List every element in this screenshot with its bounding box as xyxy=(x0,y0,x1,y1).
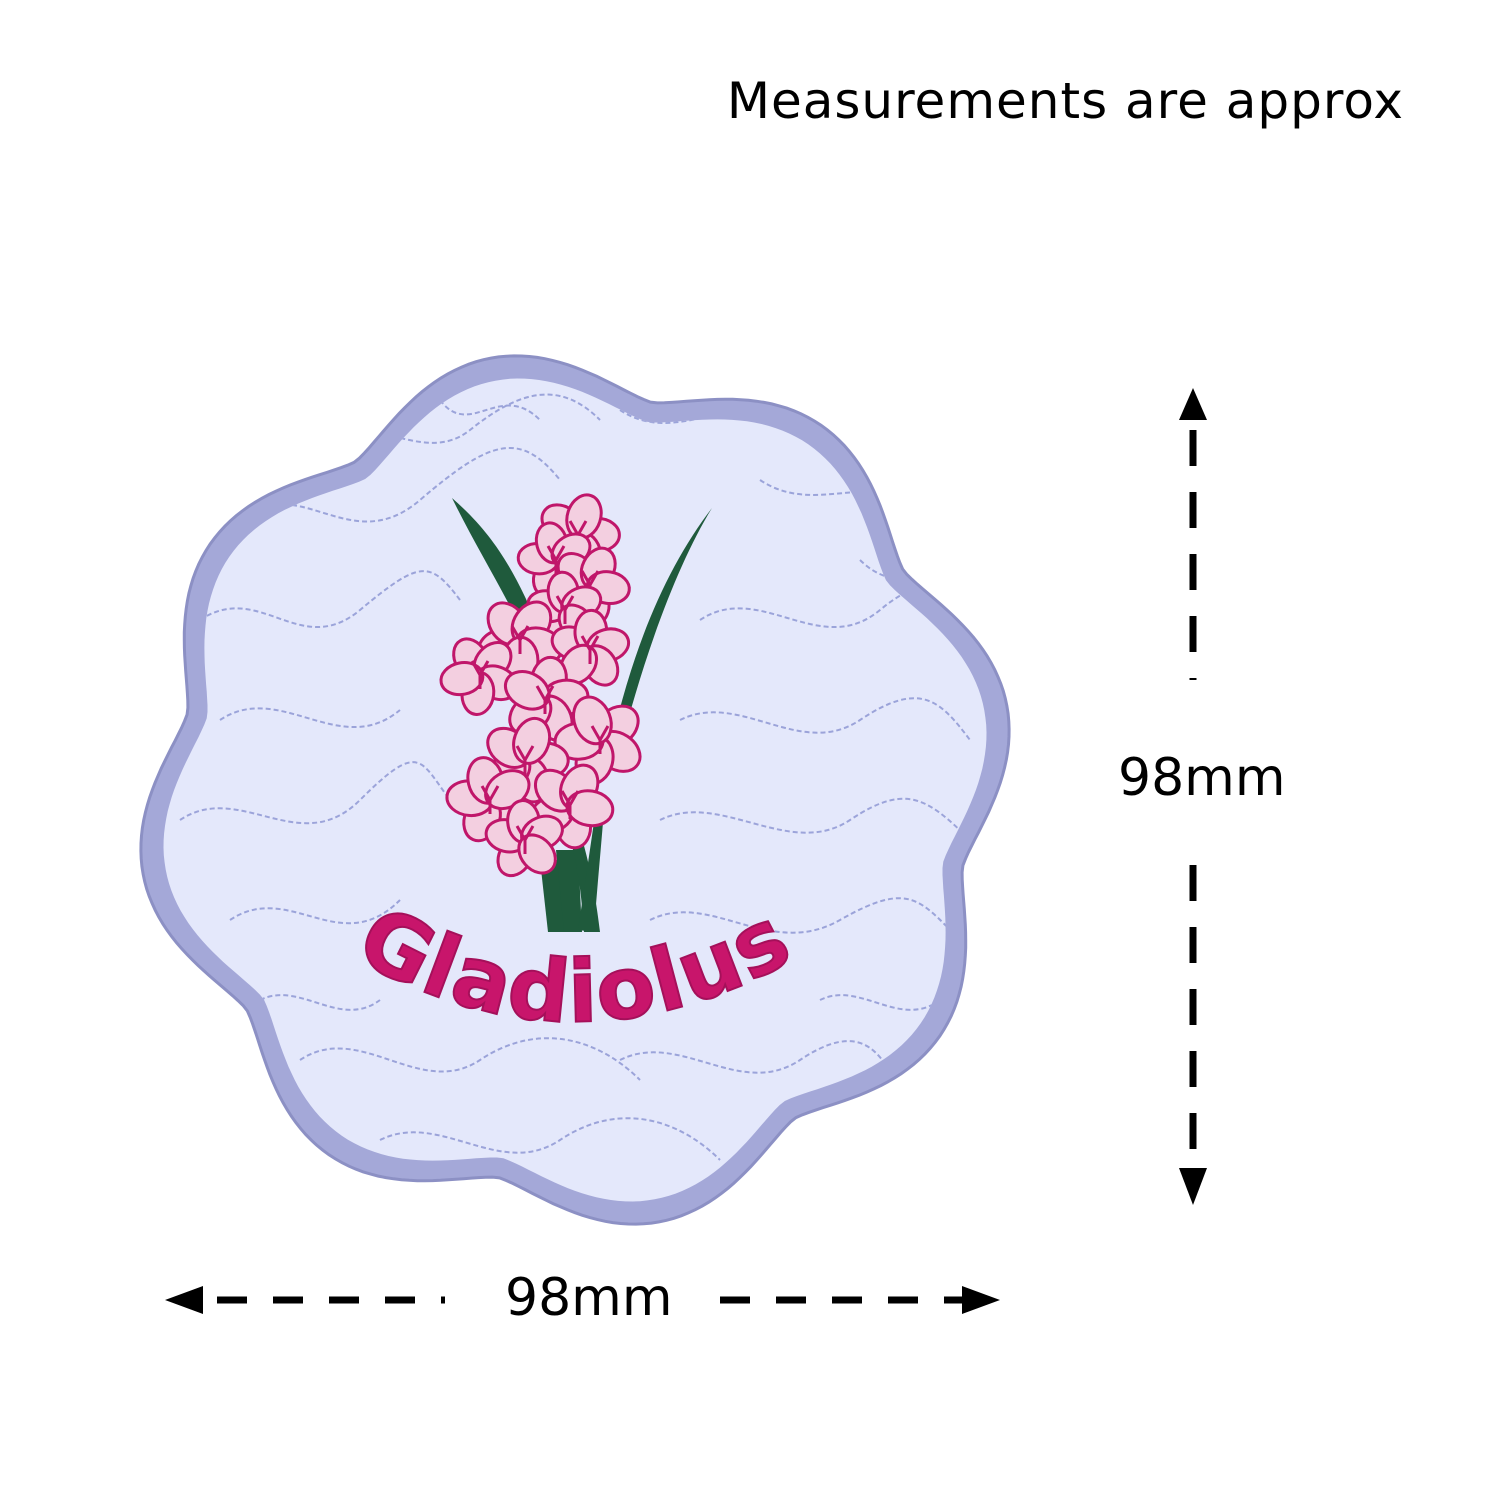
gladiolus-blooms xyxy=(439,493,642,878)
height-dimension-arrow xyxy=(1179,388,1207,1205)
gladiolus-flower xyxy=(484,799,564,878)
arrow-down-icon xyxy=(1179,1168,1207,1205)
arrow-left-icon xyxy=(165,1286,203,1314)
width-dimension-arrow xyxy=(165,1286,1000,1314)
arrow-right-icon xyxy=(962,1286,1000,1314)
gladiolus-flower xyxy=(550,608,631,687)
height-label: 98mm xyxy=(1118,748,1286,808)
gladiolus-flower xyxy=(445,756,531,843)
width-label: 98mm xyxy=(505,1268,673,1328)
gladiolus-motif xyxy=(439,493,712,932)
gladiolus-flower xyxy=(503,655,590,742)
arrow-up-icon xyxy=(1179,388,1207,420)
gladiolus-flower xyxy=(553,695,642,786)
measurement-note: Measurements are approx xyxy=(726,72,1404,130)
